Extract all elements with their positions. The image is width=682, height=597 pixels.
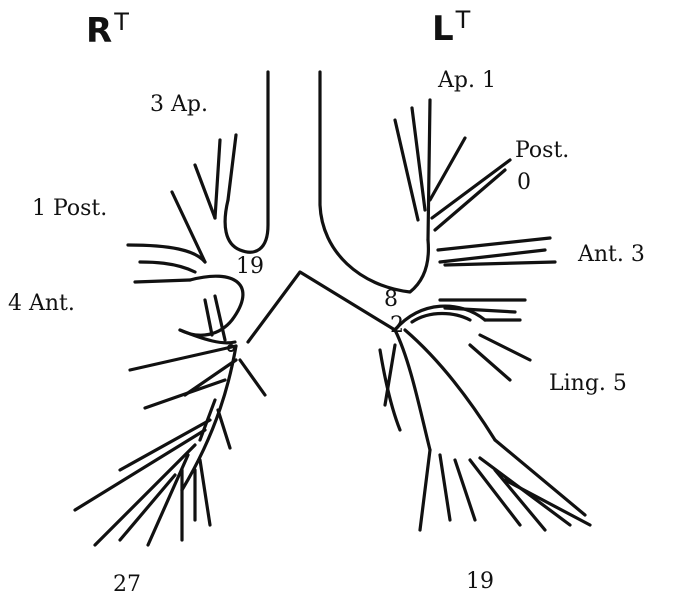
left-lingula-count: 2 [390, 315, 404, 337]
left-posterior-count: 0 [517, 172, 531, 194]
right-apical-label: 3 Ap. [150, 94, 208, 116]
left-upper-division [395, 100, 555, 265]
right-upper-lobe [128, 135, 243, 343]
right-side-letter: R [86, 11, 112, 51]
right-side-heading: RT [86, 10, 129, 48]
main-bronchi [182, 272, 395, 490]
left-lower-count: 19 [466, 571, 494, 593]
right-posterior-label: 1 Post. [32, 198, 107, 220]
left-anterior-label: Ant. 3 [578, 244, 645, 266]
left-posterior-label: Post. [515, 140, 569, 162]
left-apical-label: Ap. 1 [438, 70, 496, 92]
right-side-sup: T [114, 8, 129, 36]
left-side-sup: T [456, 6, 471, 34]
left-side-heading: LT [432, 8, 470, 46]
left-upper-count: 8 [384, 289, 398, 311]
left-side-letter: L [432, 9, 454, 49]
right-lower-lobe [75, 345, 265, 545]
right-upper-count: 19 [236, 256, 264, 278]
right-lower-count: 27 [113, 574, 141, 596]
right-anterior-label: 4 Ant. [8, 293, 75, 315]
left-lingula-label: Ling. 5 [549, 373, 627, 395]
